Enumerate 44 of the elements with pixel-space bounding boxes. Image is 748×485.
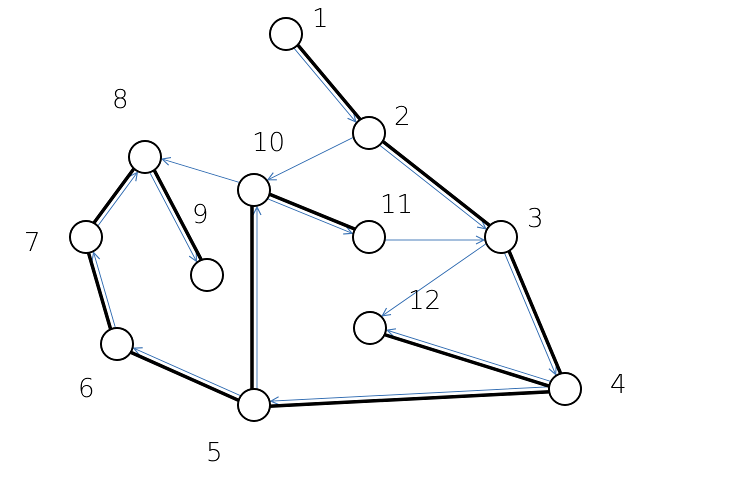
node-number-label: 6 — [78, 374, 95, 404]
connecting-line — [250, 205, 254, 390]
circle-node — [237, 388, 271, 422]
arrow — [150, 172, 198, 262]
arrow — [382, 244, 486, 316]
connecting-line — [269, 390, 550, 408]
arrow — [91, 252, 116, 328]
node-number-label: 1 — [312, 4, 329, 34]
arrow — [98, 172, 138, 226]
circle-node — [548, 372, 582, 406]
connecting-line — [130, 351, 240, 402]
arrow — [162, 156, 240, 183]
node-number-label: 9 — [192, 200, 209, 230]
node-number-label: 8 — [112, 85, 129, 115]
arrow — [268, 198, 353, 235]
node-number-label: 4 — [610, 370, 627, 400]
connecting-line — [92, 168, 136, 224]
node-number-label: 10 — [252, 128, 286, 158]
arrow — [270, 386, 548, 406]
circle-node — [237, 173, 271, 207]
circle-node — [128, 140, 162, 174]
circle-node — [352, 220, 386, 254]
connecting-line — [152, 169, 203, 261]
node-number-label: 12 — [408, 286, 442, 316]
node-number-label: 2 — [394, 102, 411, 132]
circle-node — [69, 220, 103, 254]
node-number-label: 11 — [380, 190, 414, 220]
connecting-line — [87, 252, 112, 330]
circle-node — [269, 17, 303, 51]
node-number-label: 5 — [206, 438, 223, 468]
circle-node — [352, 116, 386, 150]
node-number-label: 3 — [527, 204, 544, 234]
connecting-line — [268, 192, 356, 230]
arrow — [267, 137, 353, 180]
circle-node — [100, 327, 134, 361]
arrow — [386, 328, 550, 382]
node-number-label: 7 — [24, 228, 41, 258]
circle-node — [484, 220, 518, 254]
connecting-line — [384, 333, 550, 388]
circle-node — [353, 311, 387, 345]
arrow — [133, 347, 240, 396]
arrow — [386, 235, 485, 245]
arrow — [252, 206, 262, 388]
circle-node — [190, 258, 224, 292]
